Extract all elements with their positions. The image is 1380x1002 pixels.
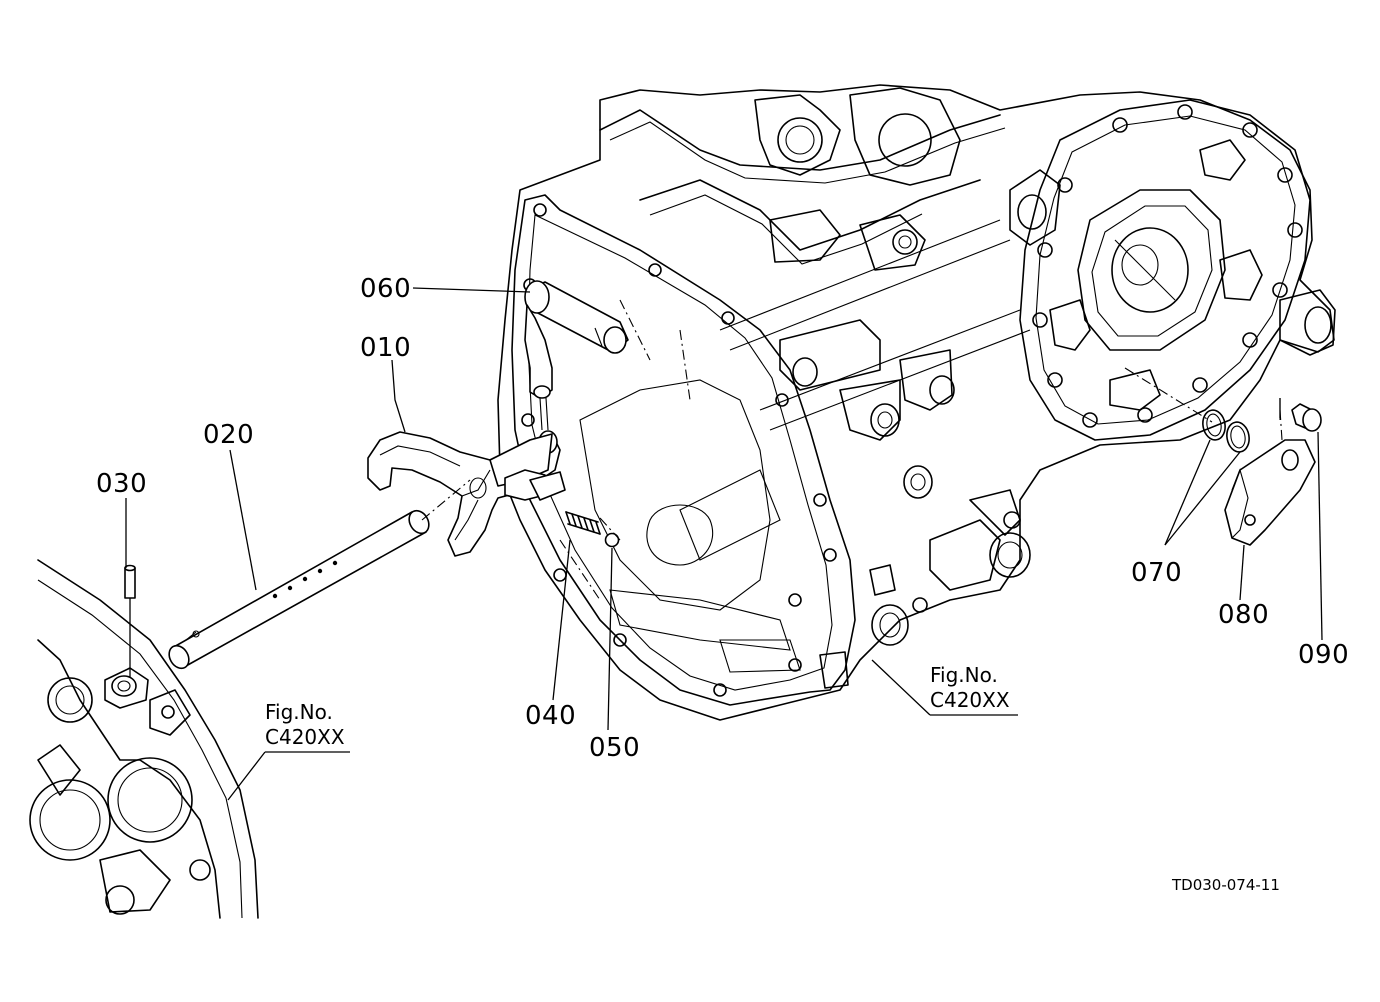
- rear-flange-cover: [1009, 99, 1336, 441]
- front-housing-section: [29, 559, 259, 919]
- o-rings-070: [1202, 409, 1250, 453]
- fig-ref-right-number: C420XX: [930, 688, 1010, 712]
- callout-010: 010: [360, 333, 411, 363]
- fig-ref-left-number: C420XX: [265, 725, 345, 749]
- steel-ball-050: [604, 532, 620, 548]
- callout-070: 070: [1131, 558, 1182, 588]
- callout-090: 090: [1298, 640, 1349, 670]
- drawing-code: TD030-074-11: [1171, 876, 1280, 894]
- spring-pin-030: [124, 564, 136, 599]
- fig-ref-left-label: Fig.No.: [265, 700, 333, 724]
- shift-rod-020: [168, 509, 430, 670]
- callout-040: 040: [525, 701, 576, 731]
- spring-040: [565, 511, 601, 535]
- part-callouts: 060 010 020 030 040 050 070 080 090: [96, 274, 1349, 763]
- figure-references: Fig.No. C420XX Fig.No. C420XX: [265, 663, 1010, 749]
- transmission-housing: [497, 84, 1335, 721]
- cover-plate-080: [1224, 439, 1316, 546]
- callout-020: 020: [203, 420, 254, 450]
- fig-ref-right-label: Fig.No.: [930, 663, 998, 687]
- bolt-090: [1279, 398, 1322, 432]
- callout-030: 030: [96, 469, 147, 499]
- callout-080: 080: [1218, 600, 1269, 630]
- shift-arm-060: [524, 280, 629, 431]
- callout-060: 060: [360, 274, 411, 304]
- shift-fork-010: [367, 430, 566, 557]
- leader-lines: [125, 287, 1323, 801]
- callout-050: 050: [589, 733, 640, 763]
